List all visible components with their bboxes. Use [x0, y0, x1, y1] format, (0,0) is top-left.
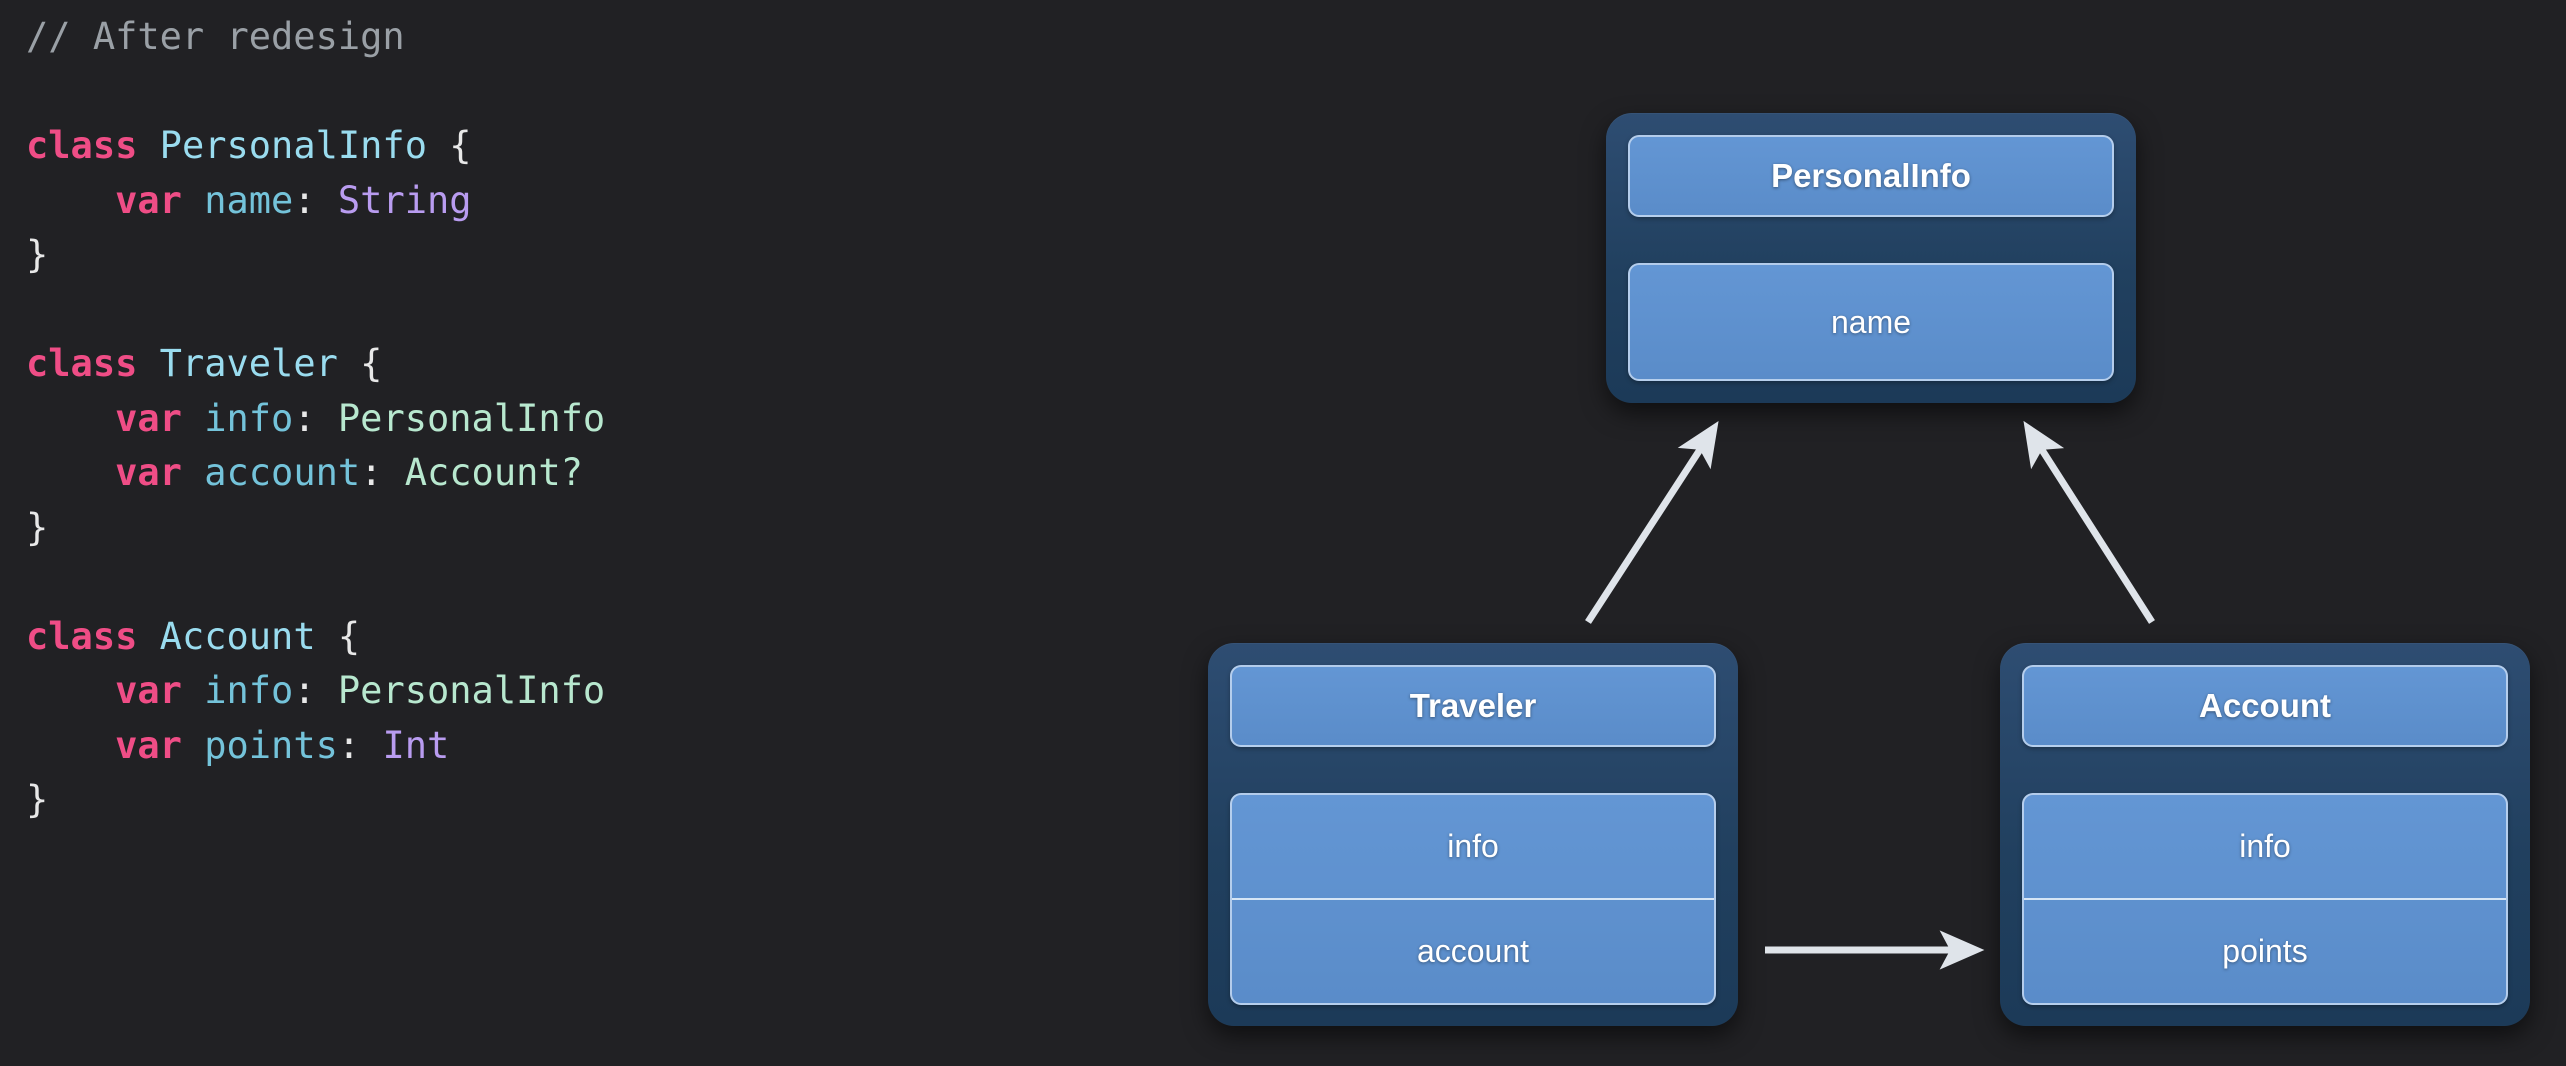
code-line: var info: PersonalInfo — [26, 392, 1126, 447]
code-line: } — [26, 773, 1126, 828]
code-line: class Traveler { — [26, 337, 1126, 392]
code-token-prop: name — [204, 178, 294, 222]
code-token-punct: } — [26, 778, 49, 821]
uml-class-title: Traveler — [1230, 665, 1716, 747]
arrow-traveler-to-personalinfo — [1585, 420, 1719, 624]
code-token-keyword: var — [115, 178, 182, 222]
uml-property-list: info points — [2022, 793, 2508, 1005]
code-token-prop: points — [204, 723, 338, 767]
uml-class-title: PersonalInfo — [1628, 135, 2114, 217]
code-token-classname: Account — [159, 614, 316, 658]
code-token-classname: PersonalInfo — [159, 124, 427, 167]
code-line: var account: Account? — [26, 446, 1126, 501]
code-token-punct: : — [293, 669, 338, 712]
code-token-type-custom: PersonalInfo — [337, 396, 606, 440]
uml-property-list: name — [1628, 263, 2114, 381]
uml-property-list: info account — [1230, 793, 1716, 1005]
code-token-punct: { — [315, 614, 361, 658]
uml-property: info — [1447, 828, 1499, 864]
uml-box-personalinfo[interactable]: PersonalInfo name — [1606, 113, 2136, 403]
code-token-keyword: var — [115, 669, 182, 712]
code-token-type-custom: PersonalInfo — [337, 669, 606, 712]
code-token-prop: account — [204, 451, 361, 494]
code-token-type-custom: Account? — [404, 451, 583, 494]
code-token-type-builtin: Int — [382, 723, 450, 767]
code-token-punct: { — [426, 124, 472, 167]
code-token-punct: } — [26, 233, 49, 276]
code-token-keyword: var — [115, 396, 182, 440]
code-token-punct: : — [293, 178, 338, 222]
arrow-account-to-personalinfo — [2023, 420, 2155, 624]
code-line: var name: String — [26, 174, 1126, 229]
code-token-punct: : — [337, 723, 383, 767]
uml-property: name — [1830, 303, 1912, 340]
code-token-keyword: var — [115, 723, 182, 767]
uml-class-title: Account — [2022, 665, 2508, 747]
code-token-punct: : — [293, 396, 338, 440]
code-token-keyword: class — [26, 124, 138, 167]
code-line: var points: Int — [26, 719, 1126, 774]
code-token-keyword: class — [26, 614, 138, 658]
code-line: // After redesign — [26, 10, 1126, 65]
code-token-prop: info — [204, 669, 294, 712]
code-token-punct: : — [360, 451, 405, 494]
code-token-classname: Traveler — [159, 342, 338, 385]
uml-box-traveler[interactable]: Traveler info account — [1208, 643, 1738, 1026]
uml-property: points — [2024, 898, 2506, 1003]
code-line: } — [26, 501, 1126, 556]
code-token-keyword: class — [26, 342, 138, 385]
code-token-keyword: var — [115, 451, 182, 494]
code-token-comment: // After redesign — [26, 15, 405, 58]
uml-property: account — [1232, 898, 1714, 1003]
code-token-punct: { — [337, 342, 383, 385]
code-token-prop: info — [204, 396, 294, 440]
uml-property: info — [2239, 828, 2291, 864]
code-token-punct: } — [26, 505, 49, 549]
code-line: class PersonalInfo { — [26, 119, 1126, 174]
code-token-type-builtin: String — [337, 178, 472, 222]
code-line: var info: PersonalInfo — [26, 664, 1126, 719]
code-block: // After redesign class PersonalInfo { v… — [26, 10, 1126, 828]
code-line: } — [26, 228, 1126, 283]
uml-box-account[interactable]: Account info points — [2000, 643, 2530, 1026]
code-line: class Account { — [26, 610, 1126, 665]
